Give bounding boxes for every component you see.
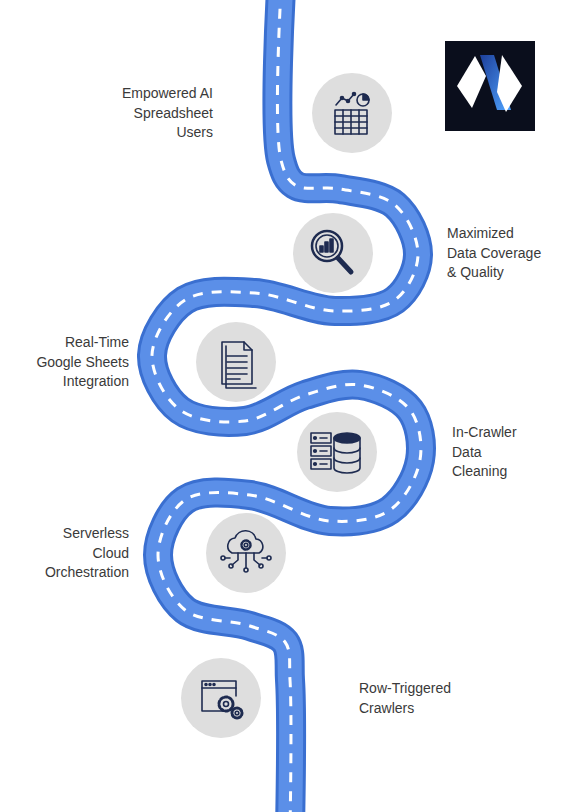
milestone-circle: Maximized Data Coverage & Quality (293, 213, 373, 293)
spreadsheet-icon (347, 100, 350, 103)
browser-gears-icon (224, 702, 229, 707)
browser-gears-icon (235, 711, 239, 715)
server-database-icon (311, 433, 360, 473)
browser-gears-icon (209, 684, 211, 686)
cloud-orchestration-icon (244, 568, 248, 572)
milestone-label-group: In-Crawler Data Cleaning (452, 423, 527, 482)
browser-gears-icon (205, 684, 207, 686)
server-database-icon (334, 448, 360, 453)
spreadsheet-icon (342, 110, 344, 134)
milestone-label: Maximized Data Coverage & Quality (447, 224, 545, 283)
cloud-orchestration-icon (262, 557, 267, 559)
analysis-magnifier-icon (330, 239, 333, 252)
document-icon (222, 342, 256, 388)
milestone-label: Row-Triggered Crawlers (359, 679, 459, 718)
cloud-orchestration-icon (221, 556, 225, 560)
milestone-label-group: Maximized Data Coverage & Quality (447, 224, 545, 283)
document-icon (227, 355, 247, 357)
spreadsheet-icon (353, 93, 356, 96)
cloud-orchestration-icon (259, 564, 263, 568)
cloud-orchestration-icon (225, 557, 230, 559)
analysis-magnifier-icon (338, 258, 351, 272)
document-icon (222, 342, 252, 384)
spreadsheet-icon (336, 94, 354, 105)
cloud-orchestration-icon (244, 543, 248, 547)
spreadsheet-icon (335, 93, 369, 135)
cloud-orchestration-icon (229, 564, 233, 568)
server-database-icon (334, 438, 360, 473)
server-database-icon (314, 463, 317, 466)
spreadsheet-icon (350, 110, 352, 134)
milestone-label-group: Real-Time Google Sheets Integration (31, 333, 129, 392)
document-icon (244, 342, 252, 350)
milestone-label-group: Row-Triggered Crawlers (359, 679, 459, 718)
browser-gears-icon (232, 708, 242, 718)
cloud-orchestration-icon (221, 531, 271, 572)
logo-background (445, 41, 535, 131)
milestone-label-group: Serverless Cloud Orchestration (39, 524, 129, 583)
analysis-magnifier-icon (316, 235, 338, 257)
document-icon (227, 367, 247, 369)
milestone-circle: Real-Time Google Sheets Integration (196, 322, 276, 402)
analysis-magnifier-icon (312, 231, 351, 272)
milestone-circle: In-Crawler Data Cleaning (297, 412, 377, 492)
browser-gears-icon (213, 684, 215, 686)
spreadsheet-icon (357, 94, 369, 106)
document-icon (227, 378, 240, 380)
browser-gears-icon (202, 681, 242, 718)
spreadsheet-icon (335, 121, 367, 123)
spreadsheet-icon (341, 97, 344, 100)
server-database-icon (314, 450, 317, 453)
document-icon (227, 361, 247, 363)
analysis-magnifier-icon (312, 231, 342, 261)
milestone-label: Empowered AI Spreadsheet Users (108, 84, 213, 143)
server-database-icon (314, 437, 317, 440)
milestone-circle: Row-Triggered Crawlers (181, 658, 261, 738)
spreadsheet-icon (335, 115, 367, 117)
server-database-icon (334, 433, 360, 443)
server-database-icon (320, 463, 327, 465)
browser-gears-icon (202, 681, 236, 711)
server-database-icon (311, 433, 331, 443)
logo-right-mark (497, 55, 522, 112)
milestone-label: Real-Time Google Sheets Integration (31, 333, 129, 392)
spreadsheet-icon (363, 94, 369, 100)
cloud-orchestration-icon (267, 556, 271, 560)
cloud-orchestration-icon (254, 553, 260, 565)
cloud-orchestration-icon (228, 531, 263, 553)
milestone-label: Serverless Cloud Orchestration (39, 524, 129, 583)
cloud-orchestration-icon (242, 541, 251, 550)
milestone-label: In-Crawler Data Cleaning (452, 423, 527, 482)
spreadsheet-icon (358, 110, 360, 134)
document-icon (226, 346, 256, 388)
logo (445, 41, 535, 131)
logo-left-mark (457, 56, 486, 108)
milestone-circle: Empowered AI Spreadsheet Users (312, 73, 392, 153)
milestone-circle: Serverless Cloud Orchestration (206, 513, 286, 593)
analysis-magnifier-icon (320, 246, 323, 252)
analysis-magnifier-icon (325, 242, 328, 252)
browser-gears-icon (202, 687, 236, 689)
server-database-icon (320, 450, 327, 452)
cloud-orchestration-icon (232, 553, 238, 565)
spreadsheet-icon (335, 110, 367, 134)
server-database-icon (311, 459, 331, 469)
browser-gears-icon (219, 697, 233, 711)
document-icon (227, 373, 247, 375)
server-database-icon (334, 458, 360, 463)
milestone-label-group: Empowered AI Spreadsheet Users (108, 84, 213, 143)
spreadsheet-icon (335, 127, 367, 129)
server-database-icon (311, 446, 331, 456)
cloud-orchestration-icon (245, 553, 247, 568)
server-database-icon (320, 437, 327, 439)
